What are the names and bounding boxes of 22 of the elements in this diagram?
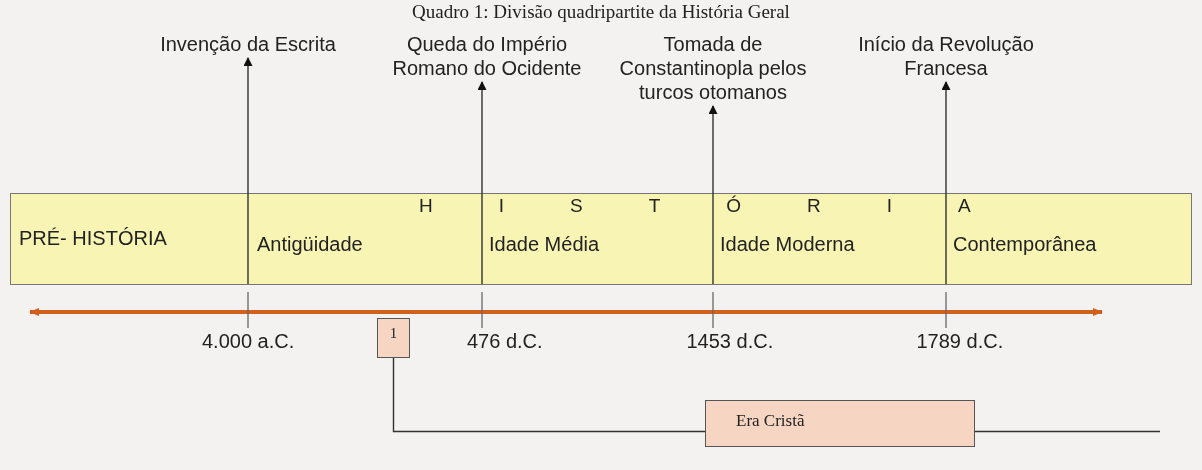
event-text: Invenção da Escrita <box>148 32 348 56</box>
date-label: 4.000 a.C. <box>202 330 295 353</box>
diagram-title: Quadro 1: Divisão quadripartite da História Geral <box>411 1 791 23</box>
period-text: PRÉ- HISTÓRIA <box>19 227 219 249</box>
period-text: Idade Moderna <box>720 233 855 255</box>
arrow <box>243 57 253 285</box>
event-text: Início da Revolução Francesa <box>846 32 1046 80</box>
era-box: Era Cristã <box>705 400 975 447</box>
arrow <box>477 81 487 285</box>
event-text: Tomada de Constantinopla pelos turcos otomanos <box>613 32 813 104</box>
date-label: 476 d.C. <box>467 330 543 353</box>
date-label: 1789 d.C. <box>916 330 1004 353</box>
callout-box: 1 <box>377 318 410 358</box>
period-text: Contemporânea <box>953 233 1097 255</box>
period-band <box>10 193 1192 285</box>
period-text: Idade Média <box>489 233 600 255</box>
connector-line <box>392 357 1161 433</box>
event-text: Queda do Império Romano do Ocidente <box>387 32 587 80</box>
arrow <box>941 81 951 285</box>
date-label: 1453 d.C. <box>686 330 774 353</box>
arrow <box>708 105 718 285</box>
period-text: Antigüidade <box>257 233 363 255</box>
